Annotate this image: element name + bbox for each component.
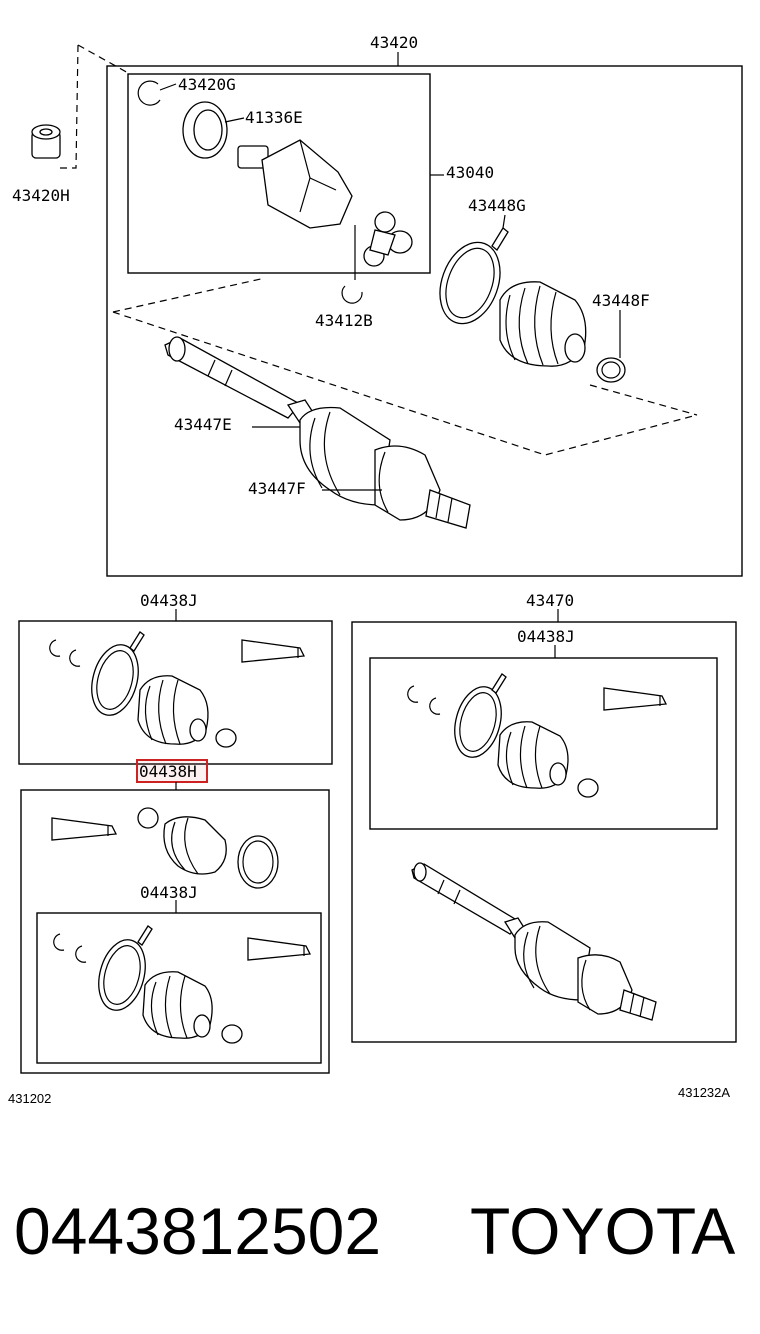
- inboard-joint-housing: [237, 139, 353, 229]
- clamp-43448f: [596, 357, 626, 383]
- label-43448f: 43448F: [592, 291, 650, 310]
- ref-431232a: 431232A: [678, 1085, 730, 1100]
- joint-43040-frame: [127, 73, 431, 274]
- label-43470: 43470: [526, 591, 574, 610]
- kit-04438j-parts-3: [407, 673, 668, 798]
- kit-04438j-frame-3: [369, 657, 718, 830]
- label-43420: 43420: [370, 33, 418, 52]
- label-43447e: 43447E: [174, 415, 232, 434]
- kit-04438j-frame-2: [36, 912, 322, 1064]
- drive-shaft-right: [411, 862, 657, 1021]
- ref-431202: 431202: [8, 1091, 51, 1106]
- label-04438j-2: 04438J: [140, 883, 198, 902]
- label-04438j-1: 04438J: [140, 591, 198, 610]
- label-43420g: 43420G: [178, 75, 236, 94]
- label-43412b: 43412B: [315, 311, 373, 330]
- kit-04438h-parts: [51, 807, 279, 889]
- tripod-joint: [363, 211, 413, 267]
- snap-ring-43412b: [341, 285, 363, 304]
- snap-ring-43420g: [137, 80, 161, 106]
- clamp-43448g: [439, 227, 509, 325]
- highlight-04438h[interactable]: [136, 759, 208, 783]
- kit-04438h-frame: [20, 789, 330, 1074]
- label-43447f: 43447F: [248, 479, 306, 498]
- label-43040: 43040: [446, 163, 494, 182]
- boot-top: [499, 281, 587, 367]
- label-43448g: 43448G: [468, 196, 526, 215]
- kit-04438j-parts-1: [49, 631, 306, 748]
- part-number: 0443812502: [14, 1194, 381, 1268]
- seal-41336e: [182, 101, 228, 159]
- label-43420h: 43420H: [12, 186, 70, 205]
- bearing-43420h: [31, 124, 61, 159]
- drive-shaft-top: [164, 336, 471, 529]
- brand-name: TOYOTA: [470, 1194, 735, 1268]
- label-04438h[interactable]: 04438H: [139, 762, 197, 781]
- assy-43420-frame: [106, 65, 743, 577]
- label-41336e: 41336E: [245, 108, 303, 127]
- kit-04438j-parts-2: [53, 925, 312, 1044]
- label-04438j-3: 04438J: [517, 627, 575, 646]
- assy-43470-frame: [351, 621, 737, 1043]
